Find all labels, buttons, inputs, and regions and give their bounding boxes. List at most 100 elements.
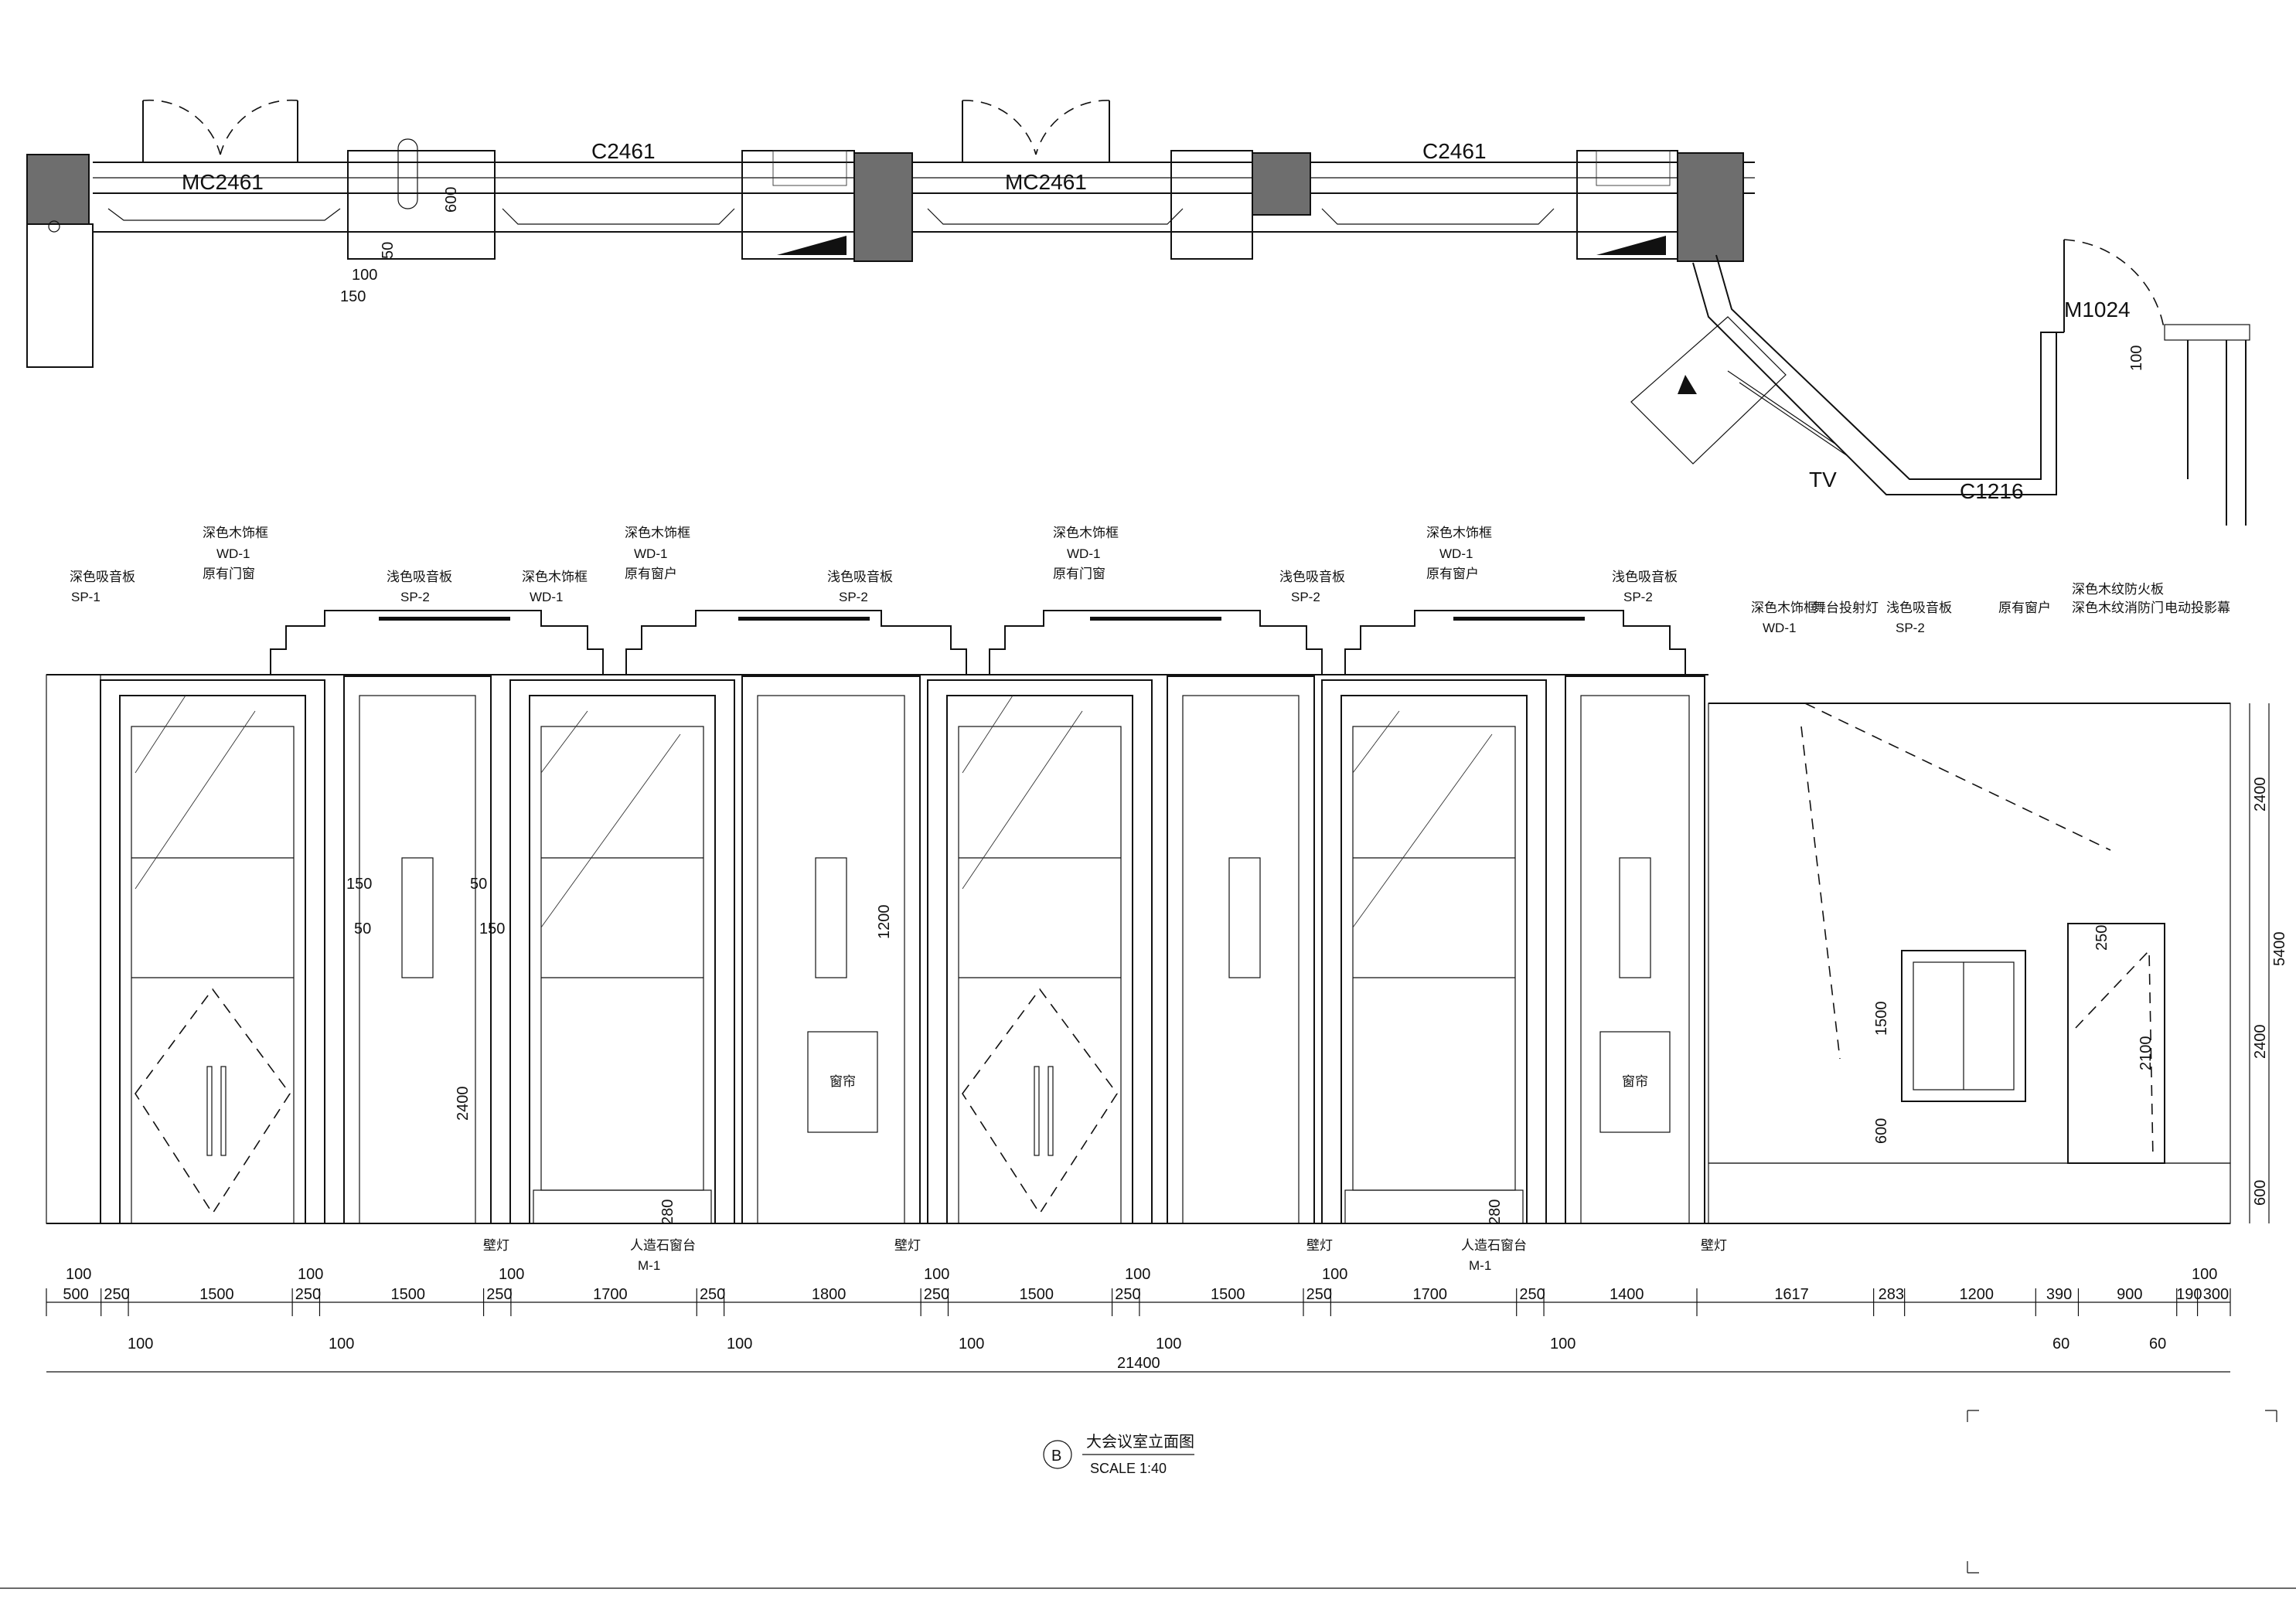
- dim-segment-label: 250: [104, 1286, 129, 1303]
- tag-wd1-1: WD-1: [216, 546, 250, 561]
- dim-segment-label: 300: [2203, 1286, 2229, 1303]
- light-panel-2: [741, 675, 921, 1224]
- plan-dim-150: 150: [340, 288, 366, 305]
- dim-segment-label: 1500: [199, 1286, 234, 1303]
- vdim-2400-top: 2400: [2252, 777, 2269, 812]
- vdim-600: 600: [2252, 1180, 2269, 1206]
- label-orig-door-1: 原有门窗: [203, 567, 255, 581]
- dim-sub-label: 100: [329, 1335, 354, 1352]
- dim-segment-label: 250: [700, 1286, 725, 1303]
- dim-segment-label: 900: [2117, 1286, 2142, 1303]
- label-light-panel-4: 浅色吸音板: [1612, 570, 1678, 584]
- drawing-title: B 大会议室立面图 SCALE 1:40: [1043, 1433, 1194, 1476]
- label-wall-lamp-2: 壁灯: [894, 1238, 921, 1253]
- plan-column-2: [853, 152, 913, 262]
- plan-dim-600: 600: [443, 187, 460, 213]
- tag-wd1-6: WD-1: [1763, 621, 1796, 635]
- label-orig-window-1: 原有窗户: [625, 567, 677, 581]
- dim-sub-label: 60: [2052, 1335, 2069, 1352]
- vdim-250: 250: [2093, 925, 2110, 951]
- label-light-panel-2: 浅色吸音板: [827, 570, 893, 584]
- dim-segment-label: 390: [2046, 1286, 2072, 1303]
- tag-sp2-1: SP-2: [400, 590, 430, 604]
- dim-top-100: 100: [1322, 1266, 1347, 1283]
- dim-top-100: 100: [1125, 1266, 1150, 1283]
- dim-segment-label: 1200: [1959, 1286, 1994, 1303]
- label-light-panel-1: 浅色吸音板: [387, 570, 452, 584]
- label-stone-sill-1: 人造石窗台: [630, 1238, 696, 1253]
- label-dark-frame-4: 深色木饰框: [1053, 526, 1119, 540]
- light-panel-1: [343, 675, 492, 1224]
- dim-segment-label: 1500: [1020, 1286, 1054, 1303]
- dim-segment-label: 1800: [812, 1286, 847, 1303]
- label-orig-window-3: 原有窗户: [1998, 601, 2051, 615]
- tag-wd1-2: WD-1: [530, 590, 563, 604]
- dim-segment-label: 1617: [1774, 1286, 1809, 1303]
- label-stone-sill-2: 人造石窗台: [1461, 1238, 1527, 1253]
- title-scale: SCALE 1:40: [1090, 1461, 1167, 1476]
- dim-segment-label: 283: [1879, 1286, 1904, 1303]
- vdim-2400-panel: 2400: [455, 1087, 472, 1121]
- tag-m1-2: M-1: [1469, 1258, 1491, 1273]
- dim-segment-label: 1700: [593, 1286, 628, 1303]
- plan-column-4: [1677, 152, 1744, 262]
- glass-window-1: [509, 679, 735, 1224]
- dim-segment-label: 1500: [391, 1286, 426, 1303]
- plan-door-label-1: MC2461: [182, 170, 264, 194]
- total-dimension: 21400: [1117, 1355, 1160, 1372]
- label-orig-window-2: 原有窗户: [1426, 567, 1479, 581]
- elevation-view: 窗帘 窗帘 深色吸音板 SP-1 深色木饰框 WD-1 原有门窗 浅色吸音板 S…: [46, 526, 2288, 1273]
- dim-top-100: 100: [298, 1266, 323, 1283]
- tag-sp2-5: SP-2: [1896, 621, 1925, 635]
- dim-top-100: 100: [499, 1266, 524, 1283]
- dim-segment-label: 250: [1306, 1286, 1332, 1303]
- label-stage-light: 舞台投射灯: [1813, 601, 1879, 615]
- dim-top-100: 100: [924, 1266, 949, 1283]
- tag-wd1-3: WD-1: [634, 546, 667, 561]
- vdim-1500: 1500: [1873, 1002, 1890, 1036]
- plan-door-label-2: MC2461: [1005, 170, 1087, 194]
- plan-window-label-2: C2461: [1422, 139, 1487, 163]
- dim-segment-label: 1400: [1610, 1286, 1644, 1303]
- dim-sub-label: 100: [727, 1335, 752, 1352]
- dim-segment-label: 250: [1115, 1286, 1140, 1303]
- plan-door-label-3: M1024: [2064, 298, 2131, 322]
- tag-wd1-5: WD-1: [1439, 546, 1473, 561]
- dim-segment-label: 190: [2176, 1286, 2202, 1303]
- dim-segment-label: 1500: [1211, 1286, 1245, 1303]
- vdim-1200: 1200: [876, 905, 893, 940]
- light-panel-4: [1565, 675, 1705, 1224]
- vdim-150-2: 150: [479, 920, 505, 937]
- tag-sp2-2: SP-2: [839, 590, 868, 604]
- label-light-panel-3: 浅色吸音板: [1279, 570, 1345, 584]
- vdim-600-right: 600: [1873, 1118, 1890, 1144]
- tag-wd1-4: WD-1: [1067, 546, 1100, 561]
- label-wall-lamp-3: 壁灯: [1306, 1238, 1333, 1253]
- vdim-50-1: 50: [470, 876, 487, 893]
- plan-dim-100: 100: [352, 267, 377, 284]
- label-orig-door-2: 原有门窗: [1053, 567, 1105, 581]
- plan-column-1: [26, 154, 90, 225]
- label-dark-frame-3: 深色木饰框: [625, 526, 690, 540]
- curtain-label-2: 窗帘: [1622, 1074, 1648, 1089]
- plan-tv-label: TV: [1809, 468, 1837, 492]
- label-dark-panel: 深色吸音板: [70, 570, 135, 584]
- dim-segment-label: 250: [295, 1286, 321, 1303]
- dim-sub-label: 60: [2149, 1335, 2166, 1352]
- plan-dim-50: 50: [380, 242, 397, 259]
- glass-door-1: [100, 679, 325, 1224]
- light-panel-3: [1167, 675, 1315, 1224]
- label-projector-screen: 电动投影幕: [2165, 601, 2230, 615]
- dim-segment-label: 1700: [1413, 1286, 1448, 1303]
- tag-sp2-3: SP-2: [1291, 590, 1320, 604]
- label-dark-frame-6: 深色木饰框: [1751, 601, 1817, 615]
- vdim-50-2: 50: [354, 920, 371, 937]
- dim-segment-label: 250: [486, 1286, 512, 1303]
- dim-top-100: 100: [66, 1266, 91, 1283]
- vdim-2100: 2100: [2138, 1036, 2155, 1071]
- label-wall-lamp-4: 壁灯: [1701, 1238, 1727, 1253]
- dim-segment-label: 250: [924, 1286, 949, 1303]
- floor-plan: MC2461 MC2461 C2461 C2461 600 150 100 50…: [26, 99, 2250, 526]
- label-dark-frame-2: 深色木饰框: [522, 570, 588, 584]
